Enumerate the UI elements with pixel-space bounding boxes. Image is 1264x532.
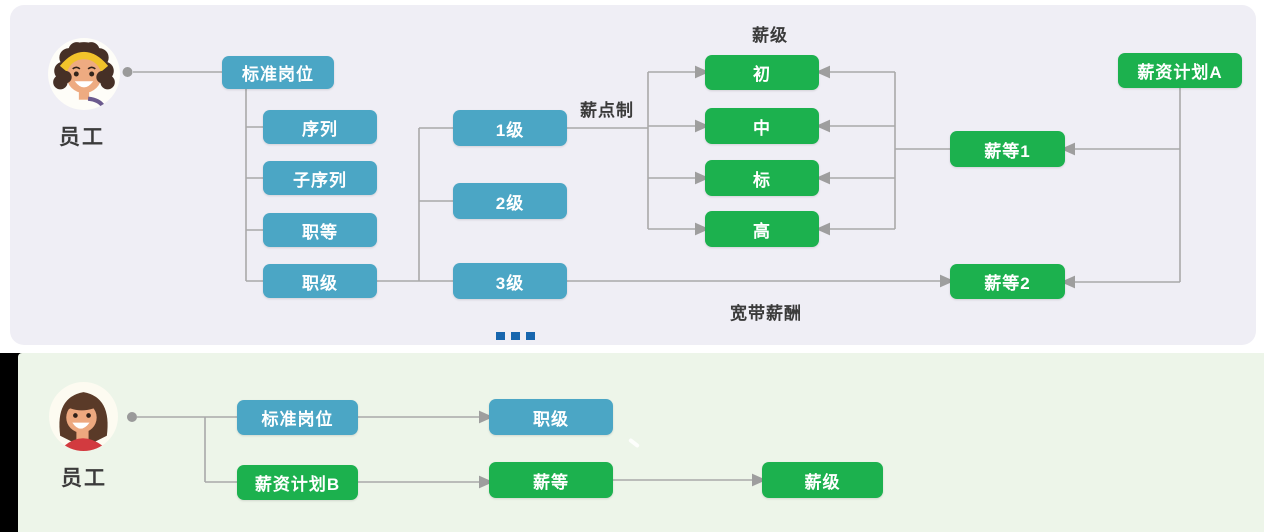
node-salary-plan-a: 薪资计划A: [1118, 53, 1242, 88]
node-standard-position-a: 标准岗位: [222, 56, 334, 89]
node-salary-grade-2: 薪等2: [950, 264, 1065, 299]
node-salary-plan-b: 薪资计划B: [237, 465, 358, 500]
node-salary-step-middle: 中: [705, 108, 819, 144]
ellipsis-dot: [526, 332, 535, 340]
employee-avatar-b: [48, 381, 119, 452]
node-salary-step-standard: 标: [705, 160, 819, 196]
label-broadband-pay: 宽带薪酬: [730, 304, 802, 323]
ellipsis-dot: [496, 332, 505, 340]
node-standard-position-b: 标准岗位: [237, 400, 358, 435]
node-salary-step-b: 薪级: [762, 462, 883, 498]
node-salary-step-high: 高: [705, 211, 819, 247]
node-salary-grade-b: 薪等: [489, 462, 613, 498]
employee-label-b: 员工: [61, 467, 107, 490]
woman-bob-hair-avatar-icon: [49, 382, 118, 451]
woman-headband-avatar-icon: [48, 38, 120, 110]
ellipsis-indicator: [496, 332, 535, 340]
node-level-2: 2级: [453, 183, 567, 219]
employee-avatar-a: [47, 37, 121, 111]
node-salary-grade-1: 薪等1: [950, 131, 1065, 167]
node-job-level: 职级: [263, 264, 377, 298]
node-sequence: 序列: [263, 110, 377, 144]
panel-broadband: [18, 353, 1264, 532]
label-salary-step: 薪级: [752, 26, 788, 45]
node-level-1: 1级: [453, 110, 567, 146]
node-job-level-b: 职级: [489, 399, 613, 435]
employee-label-a: 员工: [59, 126, 105, 149]
ellipsis-dot: [511, 332, 520, 340]
node-salary-step-junior: 初: [705, 55, 819, 90]
node-sub-sequence: 子序列: [263, 161, 377, 195]
node-job-grade: 职等: [263, 213, 377, 247]
label-salary-point-system: 薪点制: [580, 101, 634, 120]
node-level-3: 3级: [453, 263, 567, 299]
